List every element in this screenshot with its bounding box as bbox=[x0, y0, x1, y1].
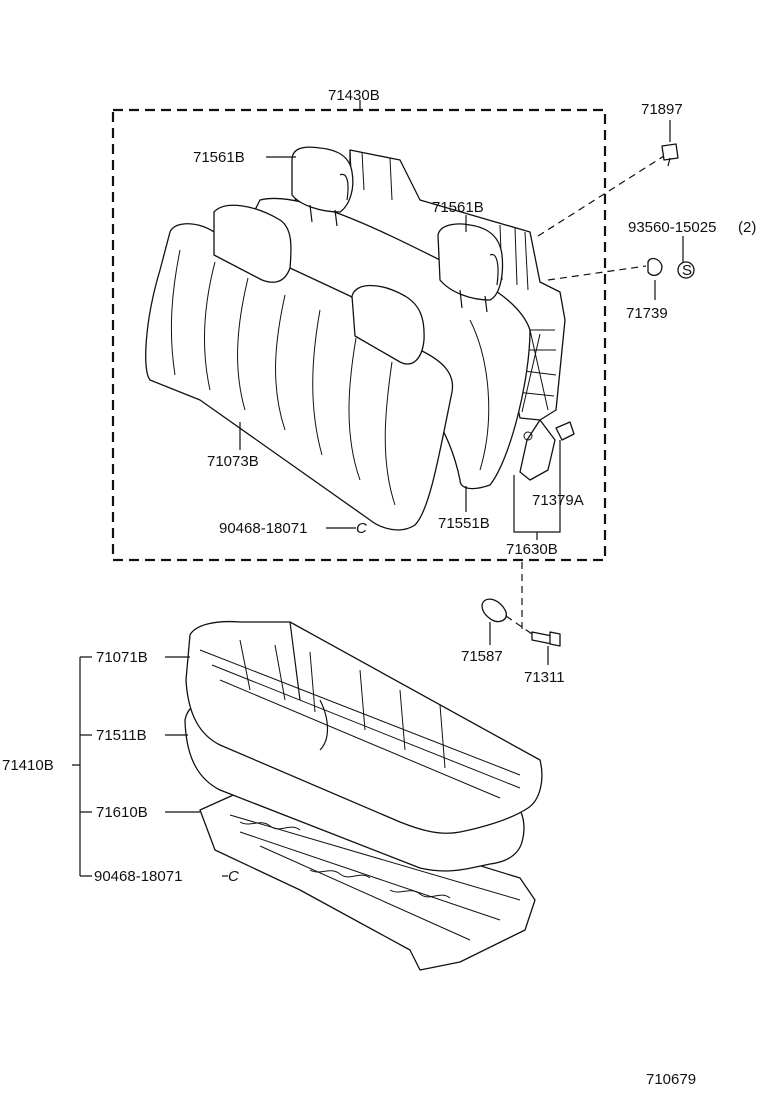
label-seatback-cover: 71073B bbox=[207, 453, 259, 470]
headrest-right bbox=[437, 223, 504, 313]
label-hog-ring-back-mark: C bbox=[356, 520, 367, 537]
label-hog-ring-cushion: 90468-18071 bbox=[94, 868, 182, 885]
seatback-cover bbox=[145, 204, 454, 531]
headrest-left bbox=[291, 146, 354, 227]
cover-cap-71587 bbox=[481, 598, 507, 623]
label-headrest-left: 71561B bbox=[193, 149, 245, 166]
label-hog-ring-cushion-mark: C bbox=[228, 868, 239, 885]
label-hog-ring-back: 90468-18071 bbox=[219, 520, 307, 537]
diagram-id: 710679 bbox=[646, 1071, 696, 1088]
bolt-71311 bbox=[531, 631, 561, 647]
screw-71897 bbox=[661, 143, 679, 167]
label-seatback-assembly: 71430B bbox=[328, 87, 380, 104]
leader-lines bbox=[72, 120, 684, 877]
clip-71739 bbox=[647, 257, 663, 277]
label-cushion-cover: 71071B bbox=[96, 649, 148, 666]
seatback-assembly-boundary bbox=[111, 108, 607, 562]
label-spring-qty: (2) bbox=[738, 219, 756, 236]
label-cover-cap: 71587 bbox=[461, 648, 503, 665]
seatback-frame bbox=[294, 149, 566, 481]
label-clip: 71739 bbox=[626, 305, 668, 322]
label-cushion-frame: 71610B bbox=[96, 804, 148, 821]
label-screw: 71897 bbox=[641, 101, 683, 118]
label-bolt: 71311 bbox=[524, 669, 565, 686]
label-headrest-right: 71561B bbox=[432, 199, 484, 216]
connection-lines bbox=[505, 155, 665, 635]
label-seatback-pad: 71551B bbox=[438, 515, 490, 532]
cushion-cover bbox=[185, 620, 543, 834]
label-spring: 93560-15025 bbox=[628, 219, 716, 236]
label-hinge: 71379A bbox=[532, 492, 584, 509]
label-spring-mark: S bbox=[682, 262, 692, 279]
hinge-cap-71379A bbox=[555, 421, 575, 441]
label-seatback-frame: 71630B bbox=[506, 541, 558, 558]
label-cushion-assembly: 71410B bbox=[2, 757, 54, 774]
label-cushion-pad: 71511B bbox=[96, 727, 147, 744]
spring-symbol bbox=[677, 261, 695, 279]
